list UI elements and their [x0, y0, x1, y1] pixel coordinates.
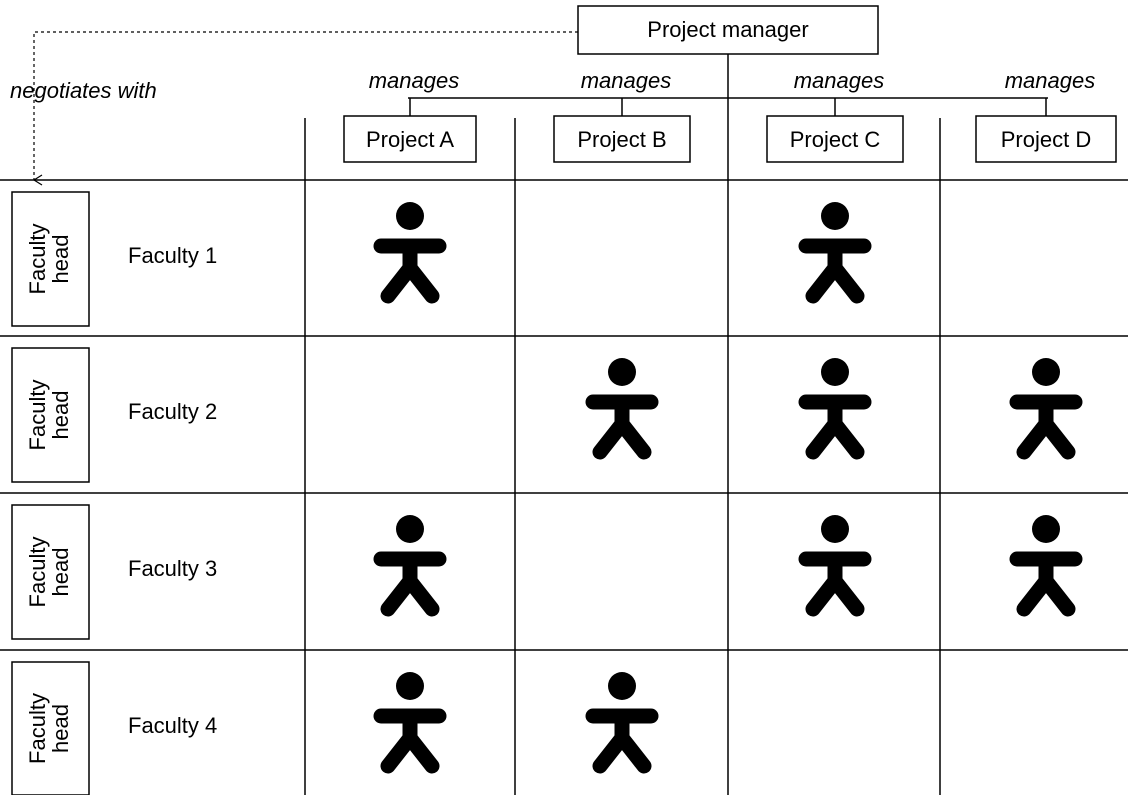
project-label: Project B	[577, 127, 666, 152]
staff-figure-icon: 3	[1009, 515, 1083, 617]
staff-number: 1	[404, 204, 416, 229]
faculty-head-label: Faculty	[25, 380, 50, 451]
staff-figure-icon: 2	[585, 358, 659, 460]
faculty-head-label: Faculty	[25, 224, 50, 295]
faculty-head-label: Faculty	[25, 537, 50, 608]
staff-number-badge	[608, 358, 636, 386]
faculty-head-box	[11, 504, 90, 640]
faculty-head-label: Faculty	[25, 693, 50, 764]
staff-number-badge	[821, 358, 849, 386]
staff-number-badge	[821, 515, 849, 543]
faculty-name: Faculty 4	[128, 713, 217, 738]
staff-number: 3	[829, 517, 841, 542]
project-manager-box	[577, 5, 879, 55]
negotiates-dotted-line	[32, 31, 578, 186]
staff-assignments: 1 1 2 2 2 3 3 3 4 4	[373, 202, 1083, 774]
staff-number: 4	[404, 674, 417, 699]
staff-leg-right	[827, 573, 865, 617]
staff-figure-icon: 2	[1009, 358, 1083, 460]
manages-connectors	[408, 54, 1048, 99]
manages-label: manages	[581, 68, 672, 93]
staff-number-badge	[608, 672, 636, 700]
faculty-head-label: head	[48, 391, 73, 440]
staff-number-badge	[1032, 515, 1060, 543]
staff-number: 2	[616, 360, 628, 385]
staff-leg-right	[827, 416, 865, 460]
staff-number-badge	[821, 202, 849, 230]
staff-number-badge	[396, 202, 424, 230]
faculty-name: Faculty 2	[128, 399, 217, 424]
staff-number: 3	[404, 517, 416, 542]
staff-number: 4	[616, 674, 629, 699]
faculty-head-box	[11, 661, 90, 795]
faculty-name: Faculty 1	[128, 243, 217, 268]
staff-leg-right	[1038, 573, 1076, 617]
project-label: Project D	[1001, 127, 1091, 152]
matrix-grid	[0, 98, 1128, 795]
faculty-head-label: head	[48, 704, 73, 753]
staff-figure-icon: 3	[798, 515, 872, 617]
faculty-head-label: head	[48, 235, 73, 284]
staff-leg-right	[1038, 416, 1076, 460]
project-label: Project C	[790, 127, 881, 152]
staff-leg-right	[614, 416, 652, 460]
staff-leg-right	[402, 260, 440, 304]
faculty-head-box	[11, 347, 90, 483]
negotiates-label: negotiates with	[10, 78, 157, 103]
project-manager-label: Project manager	[647, 17, 808, 42]
staff-number: 1	[829, 204, 841, 229]
staff-leg-right	[614, 730, 652, 774]
project-box	[343, 115, 477, 163]
staff-number-badge	[396, 515, 424, 543]
staff-number: 2	[1040, 360, 1052, 385]
project-box	[766, 115, 904, 163]
staff-leg-right	[402, 573, 440, 617]
project-manager-node: Project manager	[577, 5, 879, 55]
staff-figure-icon: 4	[585, 672, 659, 774]
manages-label: manages	[1005, 68, 1096, 93]
staff-leg-right	[402, 730, 440, 774]
staff-number-badge	[396, 672, 424, 700]
staff-figure-icon: 3	[373, 515, 447, 617]
project-box	[975, 115, 1117, 163]
negotiates-connector: negotiates with	[10, 31, 578, 186]
project-label: Project A	[366, 127, 454, 152]
staff-number: 3	[1040, 517, 1052, 542]
faculty-head-label: head	[48, 548, 73, 597]
staff-number: 2	[829, 360, 841, 385]
staff-figure-icon: 4	[373, 672, 447, 774]
project-box	[553, 115, 691, 163]
faculty-name: Faculty 3	[128, 556, 217, 581]
staff-number-badge	[1032, 358, 1060, 386]
staff-figure-icon: 2	[798, 358, 872, 460]
manages-label: manages	[369, 68, 460, 93]
staff-figure-icon: 1	[373, 202, 447, 304]
manages-label: manages	[794, 68, 885, 93]
staff-leg-right	[827, 260, 865, 304]
faculty-head-box	[11, 191, 90, 327]
staff-figure-icon: 1	[798, 202, 872, 304]
